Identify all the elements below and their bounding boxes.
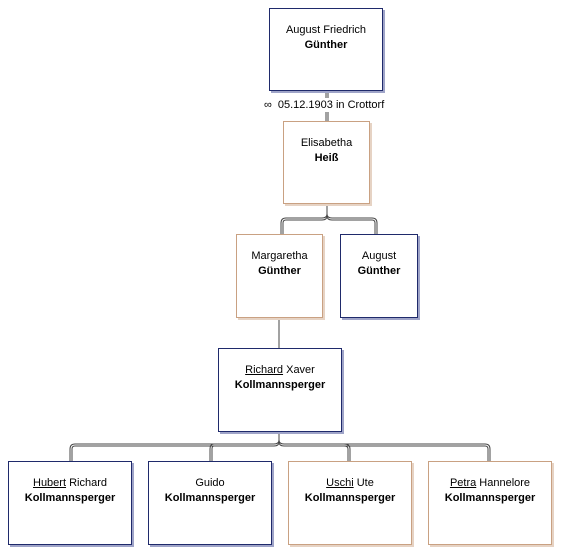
marriage-date-label: ∞ 05.12.1903 in Crottorf: [262, 98, 387, 112]
person-surname: Kollmannsperger: [164, 492, 256, 504]
marriage-rings-icon: ∞: [264, 99, 272, 111]
person-hubert-kollmannsperger[interactable]: Hubert Richard Kollmannsperger: [8, 461, 132, 545]
person-margaretha-guenther[interactable]: Margaretha Günther: [236, 234, 323, 318]
person-given-name: August Friedrich: [285, 24, 367, 36]
person-surname: Günther: [357, 265, 401, 277]
person-petra-kollmannsperger[interactable]: Petra Hannelore Kollmannsperger: [428, 461, 552, 545]
person-surname: Kollmannsperger: [304, 492, 396, 504]
person-given-name: Hubert Richard: [33, 477, 107, 489]
person-given-name: Richard Xaver: [245, 364, 315, 376]
person-august-guenther[interactable]: August Günther: [340, 234, 418, 318]
person-uschi-kollmannsperger[interactable]: Uschi Ute Kollmannsperger: [288, 461, 412, 545]
person-given-name: Petra Hannelore: [449, 477, 531, 489]
person-surname: Heiß: [314, 152, 339, 164]
person-surname: Günther: [304, 39, 348, 51]
person-elisabetha-heiss[interactable]: Elisabetha Heiß: [283, 121, 370, 204]
person-surname: Günther: [258, 265, 301, 277]
person-surname: Kollmannsperger: [24, 492, 116, 504]
person-guido-kollmannsperger[interactable]: Guido Kollmannsperger: [148, 461, 272, 545]
person-surname: Kollmannsperger: [444, 492, 536, 504]
person-given-name: Uschi Ute: [326, 477, 374, 489]
person-richard-kollmannsperger[interactable]: Richard Xaver Kollmannsperger: [218, 348, 342, 432]
person-surname: Kollmannsperger: [234, 379, 326, 391]
person-given-name: Elisabetha: [300, 137, 353, 149]
person-given-name: Margaretha: [251, 250, 308, 262]
connector-gen2-bus: [280, 213, 378, 234]
connector-gen4-bus: [69, 439, 491, 461]
person-august-friedrich-guenther[interactable]: August Friedrich Günther: [269, 8, 383, 91]
person-given-name: August: [361, 250, 397, 262]
person-given-name: Guido: [195, 477, 225, 489]
marriage-date-text: 05.12.1903 in Crottorf: [277, 99, 385, 111]
